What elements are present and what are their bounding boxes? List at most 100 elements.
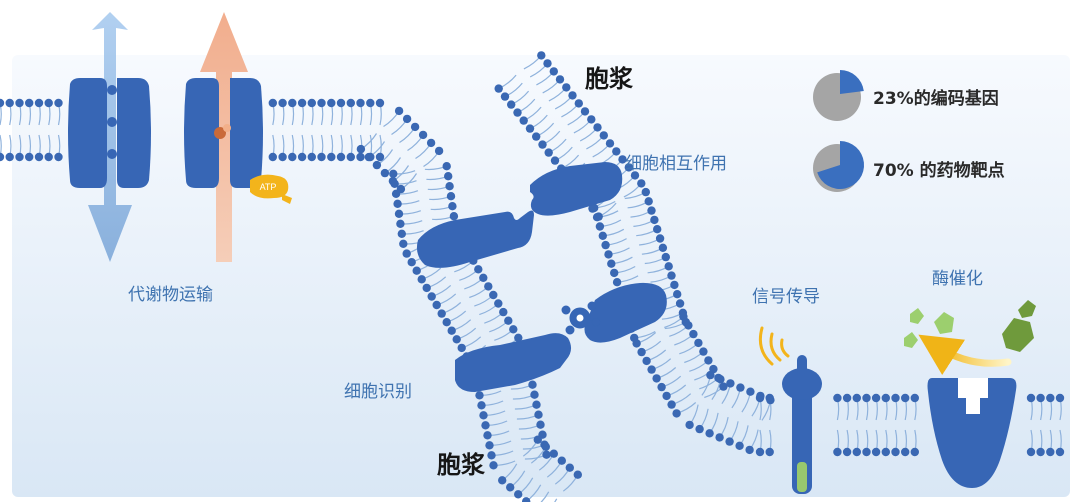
lipid-head	[418, 130, 428, 140]
lipid-head	[366, 98, 375, 108]
lipid-head	[534, 410, 543, 419]
lipid-head	[538, 140, 547, 149]
lipid-head	[5, 152, 14, 162]
lipid-head	[268, 98, 277, 108]
lipid-head	[426, 138, 436, 148]
lipid-head	[661, 252, 670, 262]
lipid-head	[483, 431, 492, 440]
lipid-head	[394, 106, 404, 116]
lipid-head	[881, 447, 890, 457]
lipid-head	[541, 442, 550, 451]
lipid-head	[393, 199, 402, 208]
lipid-head	[549, 67, 558, 76]
lipid-head	[675, 299, 685, 308]
lipid-head	[565, 463, 574, 472]
lipid-head	[842, 393, 852, 403]
lipid-head	[364, 152, 374, 162]
lipid-head	[601, 240, 610, 250]
stat-pie-70	[813, 140, 865, 192]
lipid-head	[653, 225, 662, 234]
lipid-head	[474, 265, 483, 274]
lipid-head	[432, 300, 441, 310]
recognition-ligand-icon	[561, 301, 601, 335]
lipid-head	[699, 347, 708, 356]
lipid-head	[494, 84, 503, 93]
lipid-head	[477, 401, 486, 410]
lipid-head	[402, 114, 412, 124]
lipid-head	[862, 447, 871, 457]
lipid-head	[745, 445, 754, 455]
lipid-head	[532, 400, 541, 409]
lipid-head	[494, 299, 503, 308]
lipid-head	[871, 447, 881, 457]
lipid-head	[442, 318, 451, 327]
cell-recognition-label: 细胞识别	[344, 382, 412, 402]
lipid-head	[437, 309, 446, 318]
cell-interaction-label: 细胞相互作用	[625, 154, 727, 174]
cytoplasm-label-top: 胞浆	[585, 65, 633, 93]
lipid-head	[695, 424, 704, 434]
lipid-head	[504, 316, 513, 325]
lipid-head	[1026, 393, 1036, 403]
lipid-head	[427, 292, 436, 301]
lipid-head	[765, 447, 774, 457]
lipid-head	[506, 483, 515, 492]
lipid-head	[910, 447, 919, 457]
stat-pie-23	[813, 70, 864, 121]
lipid-head	[670, 280, 679, 290]
lipid-head	[356, 152, 365, 162]
lipid-head	[549, 449, 558, 458]
pump-protein-right	[184, 78, 263, 188]
lipid-head	[44, 152, 53, 162]
lipid-head	[715, 433, 724, 442]
lipid-head	[610, 268, 619, 278]
lipid-head	[317, 152, 326, 162]
lipid-head	[557, 456, 566, 465]
lipid-head	[442, 162, 451, 171]
lipid-head	[513, 108, 522, 117]
lipid-head	[612, 147, 621, 156]
product-molecule-icon	[904, 308, 954, 348]
lipid-head	[881, 393, 890, 403]
lipid-head	[833, 393, 842, 403]
lipid-head	[736, 383, 745, 392]
lipid-head	[605, 139, 615, 148]
lipid-head	[590, 203, 599, 213]
lipid-head	[457, 343, 466, 353]
lipid-head	[901, 393, 910, 403]
lipid-head	[543, 59, 552, 68]
lipid-head	[673, 290, 682, 299]
lipid-head	[25, 98, 34, 108]
lipid-head	[607, 259, 616, 268]
lipid-head	[901, 447, 910, 457]
lipid-head	[399, 239, 408, 248]
lipid-head	[479, 273, 488, 282]
lipid-head	[484, 282, 493, 291]
lipid-head	[862, 393, 871, 403]
lipid-head	[637, 347, 646, 357]
lipid-head	[278, 98, 287, 108]
lipid-head	[598, 231, 607, 240]
lipid-head	[499, 307, 508, 317]
lipid-head	[391, 189, 401, 198]
stat-coding-genes: 23%的编码基因	[873, 89, 999, 109]
lipid-head	[402, 249, 411, 258]
lipid-head	[618, 155, 627, 164]
lipid-head	[765, 393, 774, 403]
lipid-head	[380, 168, 390, 178]
lipid-head	[407, 258, 416, 267]
lipid-head	[574, 99, 583, 108]
lipid-head	[444, 172, 453, 181]
lipid-head	[667, 400, 676, 409]
lipid-head	[612, 278, 622, 287]
lipid-head	[525, 124, 535, 133]
lipid-head	[542, 450, 551, 459]
lipid-head	[479, 411, 488, 420]
lipid-head	[562, 83, 571, 92]
lipid-head	[641, 187, 650, 197]
lipid-head	[452, 335, 461, 344]
lipid-head	[726, 379, 735, 388]
lipid-head	[642, 356, 651, 366]
lipid-head	[1055, 447, 1065, 457]
